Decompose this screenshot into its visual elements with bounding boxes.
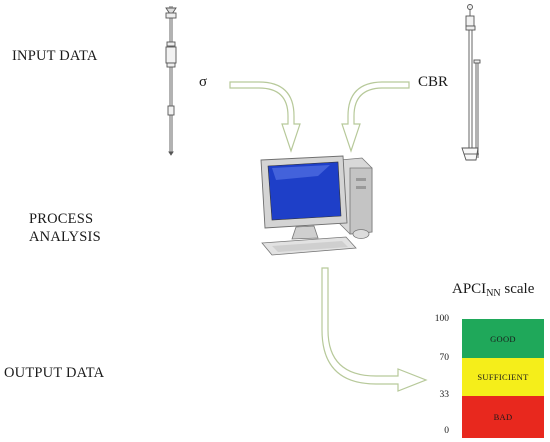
cbr-arrow bbox=[341, 81, 410, 153]
input-data-label: INPUT DATA bbox=[12, 48, 98, 64]
tick-100: 100 bbox=[434, 314, 449, 324]
output-data-label: OUTPUT DATA bbox=[4, 365, 105, 381]
output-arrow bbox=[321, 267, 428, 392]
sigma-arrow bbox=[229, 81, 301, 153]
computer-icon bbox=[260, 155, 373, 256]
band-bad: BAD bbox=[462, 396, 544, 438]
scale-title: APCINN scale bbox=[452, 281, 534, 299]
band-good-label: GOOD bbox=[490, 333, 516, 344]
sigma-label: σ bbox=[199, 74, 208, 90]
tick-33: 33 bbox=[439, 390, 450, 400]
process-label: PROCESS bbox=[29, 211, 94, 227]
band-sufficient-label: SUFFICIENT bbox=[477, 372, 529, 382]
analysis-label: ANALYSIS bbox=[29, 229, 101, 245]
penetrometer-left-icon bbox=[165, 6, 177, 156]
band-bad-label: BAD bbox=[493, 412, 513, 422]
band-sufficient: SUFFICIENT bbox=[462, 358, 544, 396]
tick-70: 70 bbox=[439, 353, 450, 363]
cbr-device-icon bbox=[461, 4, 481, 161]
scale-title-subscript: NN bbox=[486, 288, 501, 299]
scale-title-tail: scale bbox=[500, 281, 535, 297]
scale-title-main: APCI bbox=[452, 281, 487, 297]
tick-0: 0 bbox=[444, 426, 449, 436]
band-good: GOOD bbox=[462, 319, 544, 358]
cbr-label: CBR bbox=[418, 74, 449, 90]
